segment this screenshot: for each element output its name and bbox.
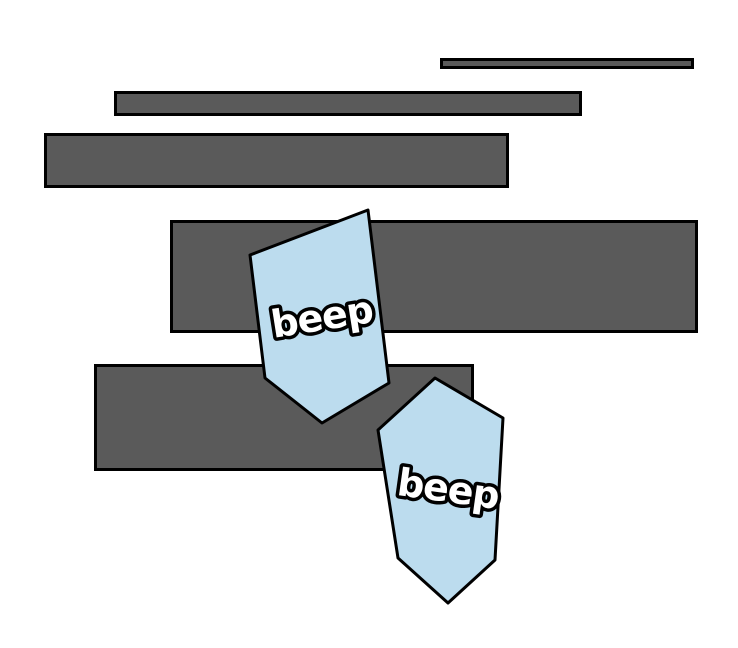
speed-line-bar-3 <box>44 133 509 188</box>
sound-effect-bubble-1-shape <box>248 208 391 425</box>
sound-effect-bubble-2-shape <box>376 376 505 605</box>
sound-effect-bubble-2: beep <box>376 376 505 605</box>
speed-line-bar-1 <box>440 58 694 69</box>
speed-line-bar-2 <box>114 91 582 116</box>
sound-effect-bubble-1: beep <box>248 208 391 425</box>
